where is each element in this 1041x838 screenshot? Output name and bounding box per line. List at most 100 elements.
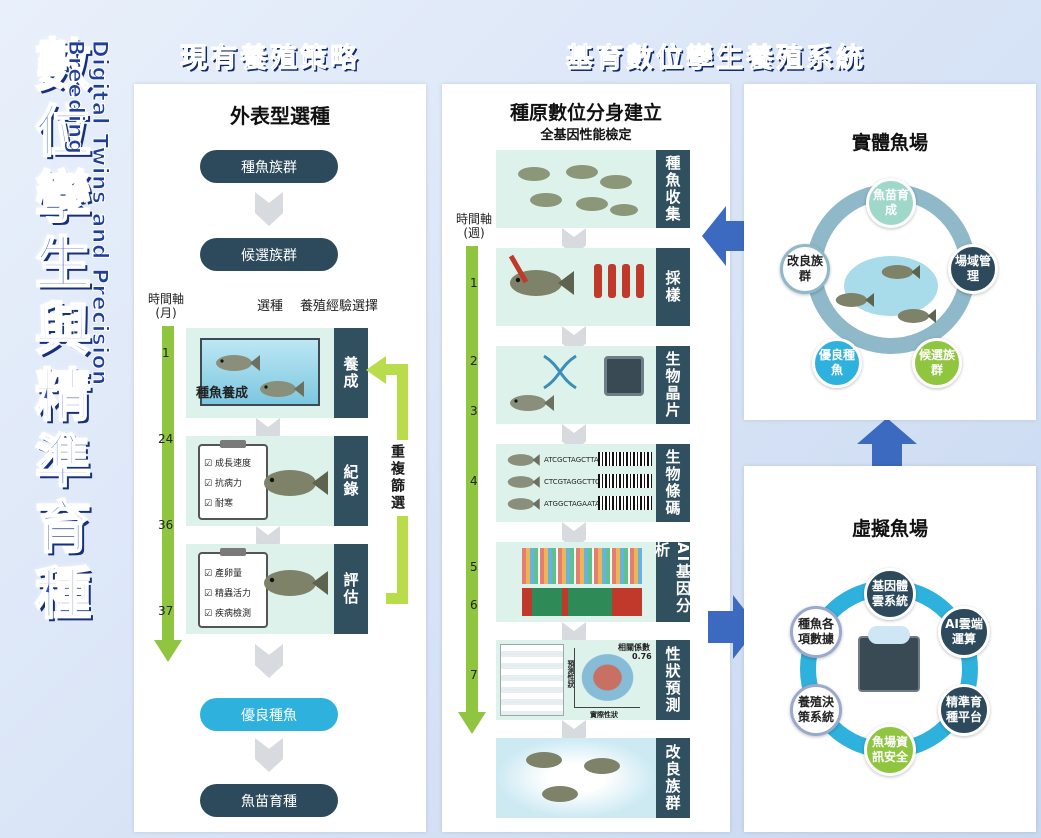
- manhattan-plot-icon: [522, 548, 642, 584]
- fish-icon: [264, 570, 328, 596]
- time-tick: 2: [470, 354, 478, 368]
- time-axis-weeks-label: 時間軸 (週): [455, 212, 492, 240]
- stage-tab-ai-analysis: AI基因分析: [653, 542, 692, 622]
- fish-icon: [216, 355, 260, 371]
- checklist-item: ☑ 抗病力: [204, 479, 242, 489]
- time-axis-arrowhead: [154, 640, 182, 662]
- middle-panel-title: 種原數位分身建立: [509, 102, 662, 124]
- pill-elite-broodstock: 優良種魚: [200, 698, 338, 731]
- checklist-item: ☑ 成長速度: [204, 459, 251, 469]
- node-ai-cloud-compute: AI雲端運算: [938, 606, 990, 658]
- repeat-screening-label: 重複篩選: [386, 440, 408, 516]
- select-label: 選種: [257, 299, 284, 314]
- time-tick: 6: [470, 598, 478, 612]
- pill-fry-breeding: 魚苗育種: [200, 784, 338, 817]
- time-axis-months-bar: [162, 326, 174, 646]
- fish-tank: [200, 338, 320, 406]
- main-title-char: 生: [34, 231, 92, 298]
- fish-icon: [507, 476, 540, 488]
- node-improved-group: 改良族群: [780, 244, 830, 294]
- stage-tab-evaluate: 評估: [334, 544, 368, 634]
- dna-icon: [543, 354, 577, 390]
- fish-icon: [510, 395, 554, 411]
- left-panel-title: 外表型選種: [230, 104, 330, 128]
- stage-improved-image: [496, 738, 656, 818]
- main-title-char: 孿: [34, 165, 92, 232]
- stage-tab-biochip: 生物晶片: [656, 346, 690, 424]
- stage-tab-record: 紀錄: [334, 436, 368, 526]
- data-table-icon: [500, 644, 564, 716]
- node-candidate-group: 候選族群: [912, 338, 962, 388]
- repeat-loop-arrowhead: [366, 356, 386, 384]
- main-title-char: 育: [34, 495, 92, 562]
- checklist-item: ☑ 產卵量: [204, 569, 242, 579]
- sample-tube-icon: [622, 264, 630, 298]
- dna-sequence: CTCGTAGGCTTC...: [544, 478, 607, 486]
- predicted-trait-axis: 預測性狀: [567, 660, 575, 688]
- virtual-farm-title: 虛擬魚場: [851, 518, 928, 540]
- sample-tube-icon: [594, 264, 602, 298]
- node-farming-decision: 養殖決策系統: [790, 684, 842, 736]
- node-broodstock-data: 種魚各項數據: [790, 606, 842, 658]
- fish-icon: [881, 265, 920, 279]
- main-title-char: 與: [34, 297, 92, 364]
- checklist-item: ☑ 疾病檢測: [204, 609, 251, 619]
- fish-icon: [897, 309, 936, 323]
- arrow-virtual-to-real: [857, 418, 917, 470]
- correlation-value: 0.76: [632, 652, 652, 661]
- time-tick: 3: [470, 404, 478, 418]
- sample-tube-icon: [608, 264, 616, 298]
- checklist-item: ☑ 精蟲活力: [204, 589, 251, 599]
- time-tick: 1: [470, 276, 478, 290]
- node-genome-cloud: 基因體雲系統: [864, 568, 916, 620]
- cloud-icon: [868, 626, 910, 644]
- scatter-plot-icon: [574, 648, 640, 708]
- time-tick: 1: [162, 346, 170, 360]
- time-tick: 36: [158, 518, 174, 532]
- main-title-char: 數: [34, 33, 92, 100]
- stage-tab-barcode: 生物條碼: [656, 444, 690, 522]
- sample-tube-icon: [636, 264, 644, 298]
- stage-raising-caption: 種魚養成: [196, 386, 249, 401]
- fish-icon: [507, 454, 540, 466]
- stage-tab-improved: 改良族群: [656, 738, 690, 818]
- fish-icon: [260, 381, 304, 397]
- fish-school-icon: [526, 752, 620, 802]
- time-axis-arrowhead: [458, 712, 486, 734]
- node-fry-rearing: 魚苗育成: [866, 178, 916, 228]
- main-title-char: 種: [34, 561, 92, 628]
- clipboard-clip: [220, 440, 246, 448]
- barcode-icon: [598, 474, 652, 488]
- real-trait-axis: 實際性狀: [590, 711, 618, 719]
- fish-icon: [264, 470, 328, 496]
- time-tick: 7: [470, 668, 478, 682]
- time-tick: 37: [158, 604, 174, 618]
- main-title: 數 位 孿 生 與 精 準 育 種: [30, 33, 96, 628]
- time-tick: 24: [158, 432, 174, 446]
- time-axis-weeks-bar: [466, 246, 478, 716]
- stage-tab-sampling: 採樣: [656, 248, 690, 326]
- pill-broodstock-group: 種魚族群: [200, 150, 338, 183]
- pill-candidate-group: 候選族群: [200, 238, 338, 271]
- barcode-icon: [598, 496, 652, 510]
- server-icon: [858, 636, 920, 692]
- english-title: Digital Twins and Precision Breeding: [64, 40, 113, 387]
- fish-icon: [835, 293, 874, 307]
- section-title-existing: 現有養殖策略: [180, 43, 360, 75]
- section-title-system: 基育數位孿生養殖系統: [566, 43, 866, 75]
- node-field-management: 場域管理: [948, 244, 998, 294]
- biochip-icon: [604, 356, 644, 396]
- dna-sequence: ATGGCTAGAATA...: [544, 500, 607, 508]
- time-tick: 5: [470, 560, 478, 574]
- middle-panel-subtitle: 全基因性能檢定: [540, 128, 632, 143]
- time-axis-months-label: 時間軸 (月): [147, 292, 184, 320]
- node-precision-breeding-platform: 精準育種平台: [938, 684, 990, 736]
- clipboard-clip: [220, 548, 246, 556]
- fish-icon: [507, 498, 540, 510]
- correlation-label: 相關係數: [618, 643, 650, 652]
- node-farm-info-security: 魚場資訊安全: [864, 724, 916, 776]
- fish-school-icon: [518, 165, 638, 216]
- dna-sequence: ATCGCTAGCTTA...: [544, 456, 606, 464]
- stage-tab-raising: 養成: [334, 328, 368, 418]
- main-title-char: 精: [34, 363, 92, 430]
